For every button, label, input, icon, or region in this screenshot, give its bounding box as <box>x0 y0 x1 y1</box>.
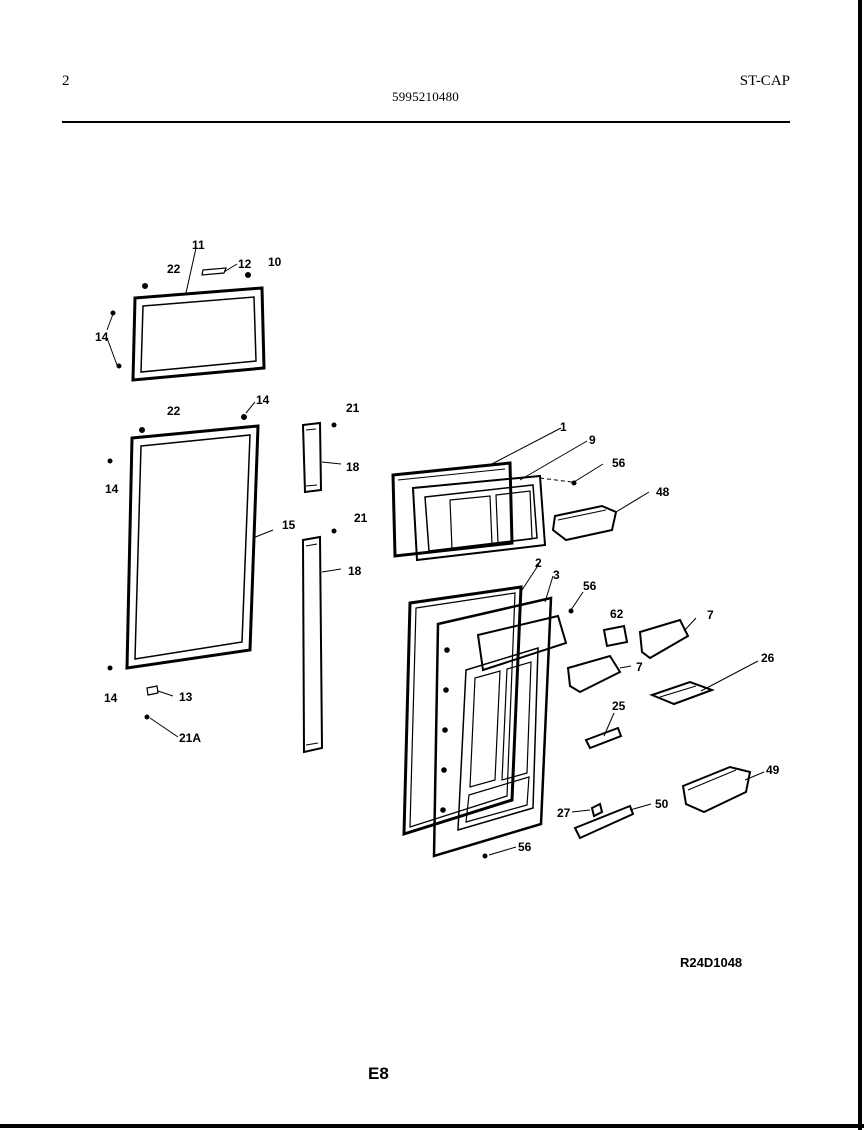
callout-14-d: 14 <box>104 691 118 705</box>
door-shelf-bin-left <box>566 654 622 694</box>
callout-22-mid: 22 <box>167 404 181 418</box>
callout-62: 62 <box>610 607 624 621</box>
callout-25: 25 <box>612 699 626 713</box>
freezer-door-panel <box>391 461 514 558</box>
callout-3: 3 <box>553 568 560 582</box>
egg-rack <box>649 680 715 706</box>
drawing-code: R24D1048 <box>680 955 743 970</box>
callout-50: 50 <box>655 797 669 811</box>
callout-13: 13 <box>179 690 193 704</box>
door-handle-lower <box>301 535 324 754</box>
fresh-food-door-liner <box>432 596 568 858</box>
model-code: ST-CAP <box>739 73 790 89</box>
callout-48: 48 <box>656 485 670 499</box>
leader-lines <box>106 247 765 856</box>
callout-11: 11 <box>192 238 205 252</box>
retainer-bar <box>573 804 635 840</box>
callout-15: 15 <box>282 518 296 532</box>
frame-bottom-edge <box>0 1124 864 1128</box>
callout-21A: 21A <box>179 731 201 745</box>
callout-49: 49 <box>766 763 780 777</box>
callout-14-a: 14 <box>95 330 109 344</box>
callout-1: 1 <box>560 420 567 434</box>
part-number: 5995210480 <box>392 89 459 104</box>
callout-12: 12 <box>238 257 252 271</box>
callout-18-upper: 18 <box>346 460 360 474</box>
callout-21-top: 21 <box>346 401 360 415</box>
door-shelf-bin-right <box>638 618 690 660</box>
retainer-end-cap <box>590 802 604 818</box>
callout-27: 27 <box>557 806 571 820</box>
callout-14-b: 14 <box>256 393 270 407</box>
fresh-food-door-gasket <box>125 424 260 670</box>
fastener-dots <box>107 272 577 859</box>
callout-14-c: 14 <box>105 482 119 496</box>
callout-56-bottom: 56 <box>518 840 532 854</box>
fresh-food-door-panel <box>402 585 523 837</box>
callout-21-bottom: 21 <box>354 511 368 525</box>
frame-right-edge <box>858 0 862 1130</box>
page-code: E8 <box>368 1064 389 1083</box>
callout-10: 10 <box>268 255 282 269</box>
callout-26: 26 <box>761 651 775 665</box>
callout-56-top: 56 <box>612 456 626 470</box>
dairy-compartment <box>551 504 618 542</box>
callout-9: 9 <box>589 433 596 447</box>
callout-7-right: 7 <box>707 608 714 622</box>
callout-18-lower: 18 <box>348 564 362 578</box>
callout-2: 2 <box>535 556 542 570</box>
page-number: 2 <box>62 73 70 89</box>
door-rack <box>681 765 752 814</box>
callout-7-left: 7 <box>636 660 643 674</box>
header-rule <box>62 121 790 123</box>
callout-labels: 11 12 10 22 14 22 14 14 15 14 13 21A 21 … <box>95 238 780 854</box>
hinge-bushing <box>146 685 159 696</box>
hinge-pin-cover <box>201 267 227 276</box>
door-handle-upper <box>301 421 323 494</box>
freezer-door-gasket <box>131 286 266 382</box>
callout-22-top: 22 <box>167 262 181 276</box>
shelf-clip <box>584 726 623 750</box>
callout-56-mid: 56 <box>583 579 597 593</box>
freezer-door-liner <box>411 474 547 562</box>
name-plate <box>602 624 629 648</box>
